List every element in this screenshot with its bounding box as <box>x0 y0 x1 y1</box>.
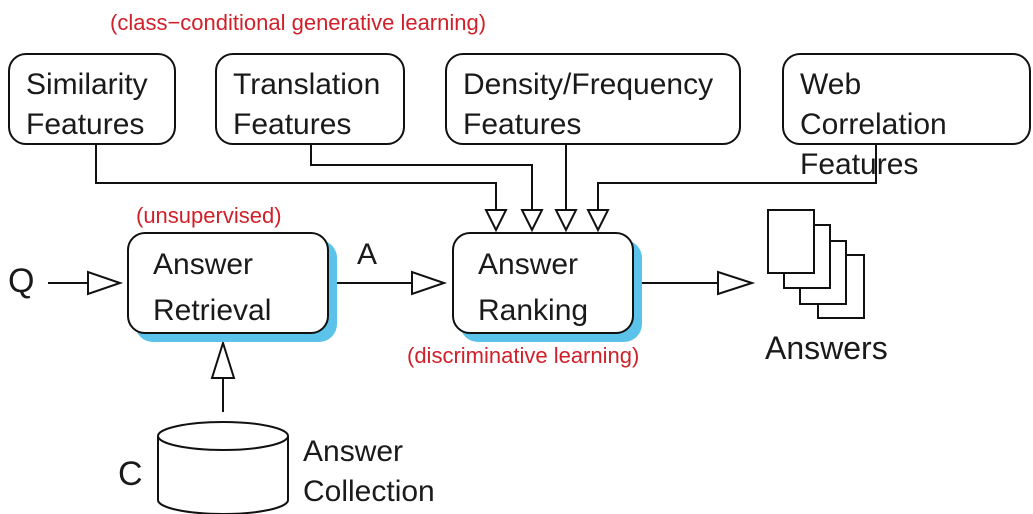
similarity-features-box: Similarity Features <box>8 53 176 145</box>
unsupervised-annotation: (unsupervised) <box>136 203 282 228</box>
answer-documents <box>767 209 865 319</box>
c-symbol: C <box>118 455 143 493</box>
answers-arrowhead <box>717 270 756 296</box>
similarity-arrowhead <box>484 209 508 233</box>
translation-arrowhead <box>520 209 544 233</box>
a-arrowhead <box>411 270 448 296</box>
a-symbol: A <box>357 238 378 271</box>
collection-cylinder <box>157 421 289 514</box>
similarity-connector <box>95 145 497 210</box>
answer-retrieval-label: Answer Retrieval <box>127 232 329 334</box>
web-arrowhead <box>586 209 610 233</box>
translation-connector <box>310 145 533 210</box>
answer-collection-label: Answer Collection <box>303 435 435 508</box>
q-arrowhead <box>87 270 124 296</box>
web-connector <box>597 145 877 210</box>
discriminative-learning-annotation: (discriminative learning) <box>407 343 640 368</box>
q-symbol: Q <box>8 262 35 300</box>
answer-retrieval-box: Answer Retrieval <box>127 232 337 342</box>
density-arrowhead <box>554 209 578 233</box>
density-frequency-features-box: Density/Frequency Features <box>445 53 741 145</box>
answer-ranking-label: Answer Ranking <box>452 232 634 334</box>
translation-features-box: Translation Features <box>215 53 405 145</box>
answers-label: Answers <box>765 330 888 366</box>
collection-arrowhead <box>210 339 236 379</box>
generative-learning-annotation: (class−conditional generative learning) <box>110 10 487 35</box>
web-correlation-features-box: Web Correlation Features <box>782 53 1031 181</box>
answer-ranking-box: Answer Ranking <box>452 232 642 342</box>
